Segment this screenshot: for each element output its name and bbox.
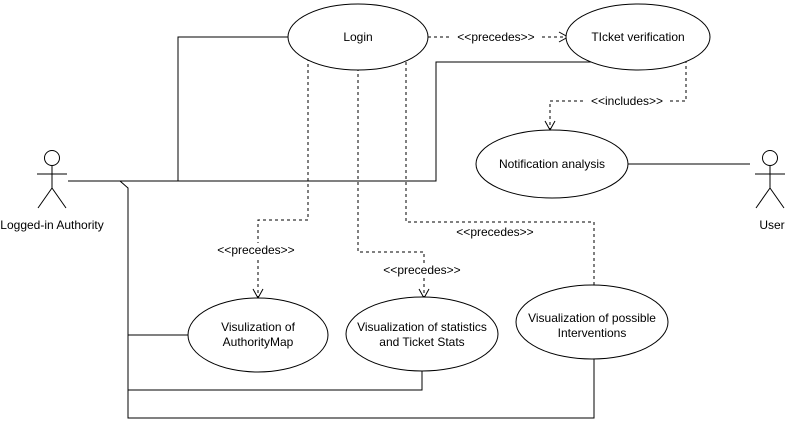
use-case-notification-analysis[interactable] bbox=[475, 129, 629, 199]
actor-user-label: User bbox=[759, 218, 784, 232]
association-authority-authoritymap bbox=[119, 180, 188, 336]
actor-authority-label: Logged-in Authority bbox=[0, 218, 103, 232]
use-case-login-label: Login bbox=[343, 30, 372, 44]
relation-login-ticket-label: <<precedes>> bbox=[457, 30, 534, 44]
association-authority-statistics bbox=[127, 188, 423, 391]
use-case-login[interactable] bbox=[287, 3, 429, 71]
dependency-login-interventions bbox=[405, 62, 600, 296]
use-case-authority-map[interactable] bbox=[187, 297, 329, 373]
association-authority-interventions bbox=[127, 335, 595, 419]
relation-login-authoritymap-label: <<precedes>> bbox=[217, 243, 294, 257]
use-case-authority-map-label-line1: Visulization of bbox=[221, 320, 295, 334]
use-case-interventions-label-line2: Interventions bbox=[558, 326, 627, 340]
use-case-statistics[interactable] bbox=[345, 296, 499, 372]
use-case-statistics-label-line2: and Ticket Stats bbox=[379, 335, 464, 349]
dependency-login-authoritymap bbox=[252, 58, 309, 300]
association-authority-login bbox=[68, 36, 288, 182]
use-case-authority-map-label-line2: AuthorityMap bbox=[223, 335, 294, 349]
use-case-interventions[interactable] bbox=[515, 284, 669, 360]
actor-user-figure[interactable] bbox=[755, 150, 785, 209]
relation-login-interventions-label: <<precedes>> bbox=[456, 225, 533, 239]
use-case-ticket-verification[interactable] bbox=[565, 3, 711, 71]
use-case-interventions-label-line1: Visualization of possible bbox=[528, 311, 656, 325]
use-case-notification-analysis-label: Notification analysis bbox=[499, 157, 605, 171]
use-case-ticket-verification-label: TIcket verification bbox=[591, 30, 684, 44]
relation-ticket-notification-label: <<includes>> bbox=[591, 94, 663, 108]
use-case-statistics-label-line1: Visualization of statistics bbox=[357, 320, 487, 334]
relation-login-statistics-label: <<precedes>> bbox=[383, 263, 460, 277]
actor-authority-figure[interactable] bbox=[37, 150, 67, 209]
